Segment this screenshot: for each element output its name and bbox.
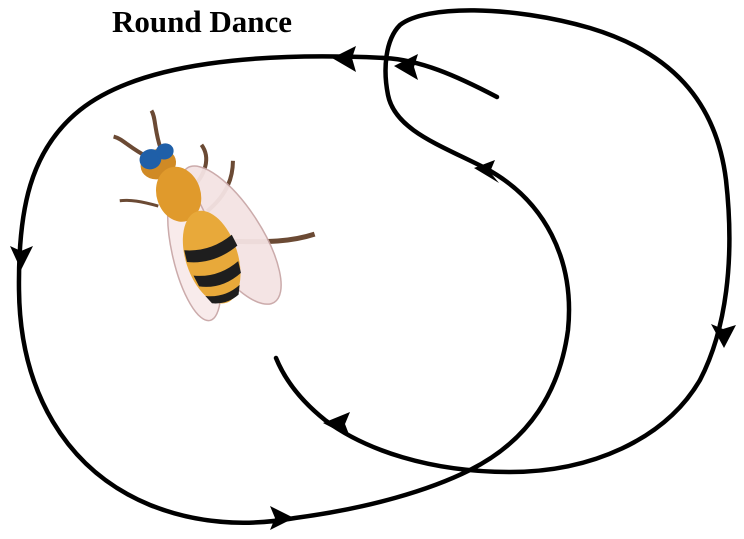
bee-icon (96, 74, 333, 345)
arrow-bottom-inner (323, 412, 350, 437)
direction-arrows (10, 46, 736, 530)
arrow-bottom (270, 506, 294, 530)
dance-path (19, 10, 729, 522)
left-loop-path (19, 10, 729, 522)
